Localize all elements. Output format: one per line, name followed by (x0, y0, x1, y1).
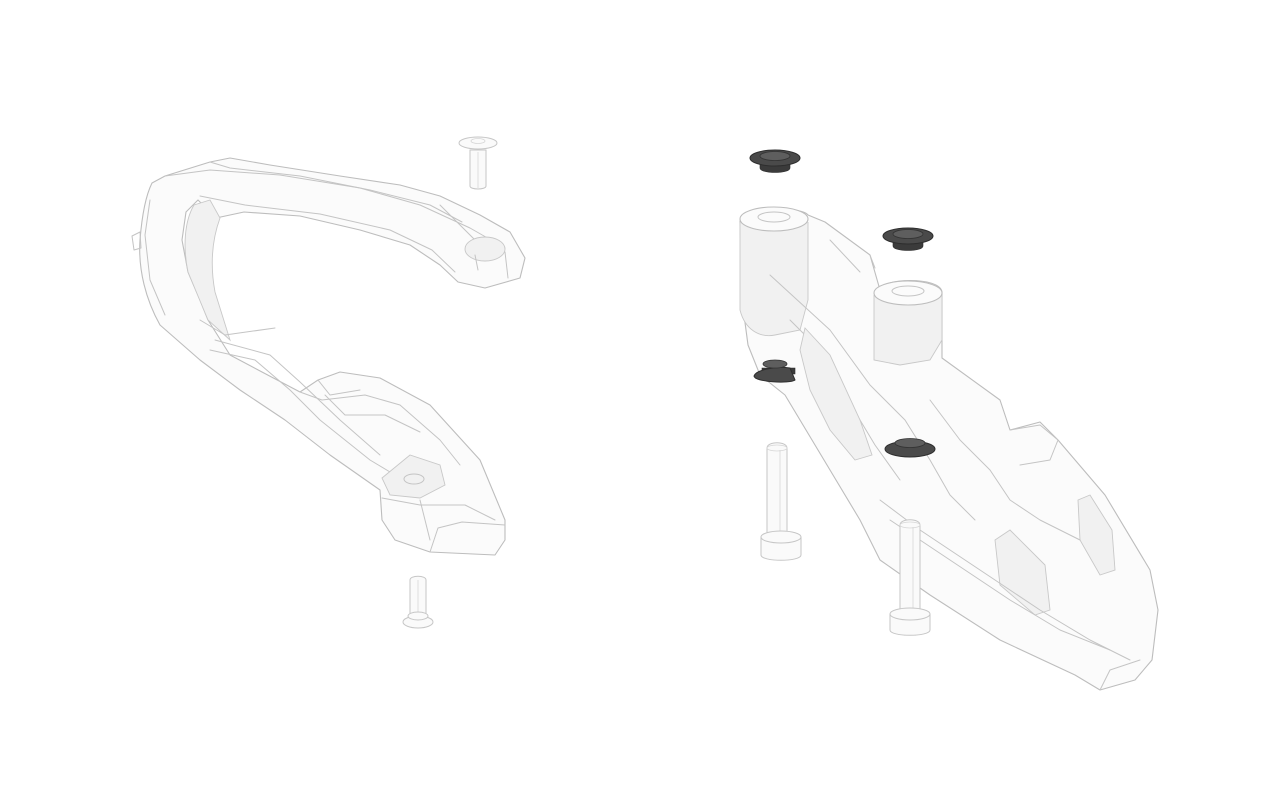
grommet-2 (882, 227, 934, 251)
grommet-3 (753, 359, 796, 383)
mounting-bolt-1 (760, 442, 802, 561)
grommet-4 (884, 438, 936, 458)
bottom-screw (402, 575, 434, 629)
top-screw (458, 136, 498, 190)
guide-body (739, 206, 1159, 691)
clamp-arm-body (131, 157, 526, 556)
mounting-bolt-2 (889, 519, 931, 636)
grommet-1 (749, 149, 801, 173)
